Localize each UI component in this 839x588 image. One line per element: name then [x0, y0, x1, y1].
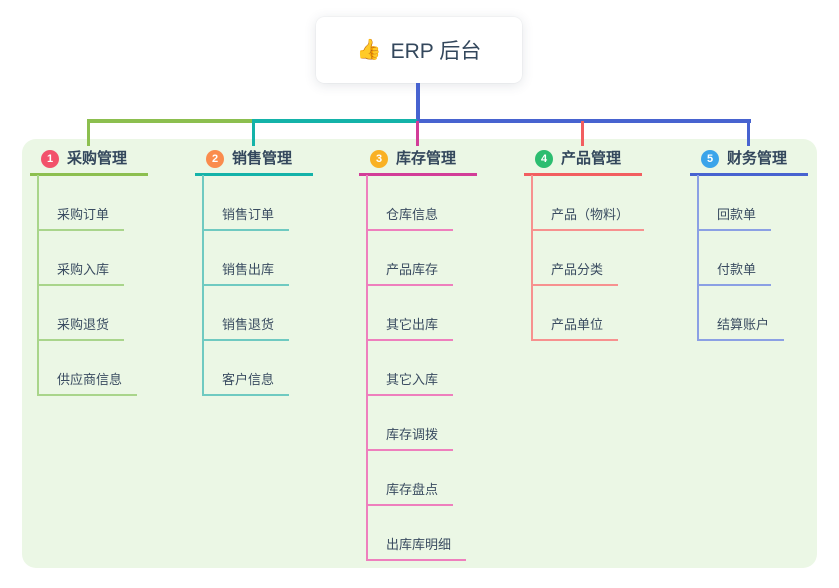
leaf-node[interactable]: 客户信息 [202, 372, 290, 396]
leaf-node[interactable]: 出库库明细 [366, 537, 467, 561]
branch-drop-connector [747, 121, 750, 146]
branch-children-connector [531, 175, 533, 341]
branch-title: 销售管理 [232, 150, 293, 167]
branch-drop-connector [87, 121, 90, 146]
branch-column-库存管理: 3 库存管理仓库信息产品库存其它出库其它入库库存调拨库存盘点出库库明细 [359, 0, 524, 588]
leaf-node[interactable]: 销售订单 [202, 207, 290, 231]
branch-title: 采购管理 [67, 150, 128, 167]
leaf-node[interactable]: 采购订单 [37, 207, 125, 231]
leaf-node[interactable]: 采购入库 [37, 262, 125, 286]
leaf-node[interactable]: 付款单 [697, 262, 772, 286]
branch-number-badge: 3 [370, 150, 388, 168]
leaf-node[interactable]: 仓库信息 [366, 207, 454, 231]
connector-segment-finance [417, 119, 751, 123]
branch-number-badge: 1 [41, 150, 59, 168]
branch-node[interactable]: 2 销售管理 [195, 148, 313, 176]
leaf-node[interactable]: 产品库存 [366, 262, 454, 286]
root-connector-stem [416, 83, 420, 120]
connector-segment-purchase [87, 119, 253, 123]
branch-title: 财务管理 [727, 150, 788, 167]
leaf-node[interactable]: 结算账户 [697, 317, 785, 341]
leaf-node[interactable]: 产品单位 [531, 317, 619, 341]
leaf-node[interactable]: 库存调拨 [366, 427, 454, 451]
branch-column-采购管理: 1 采购管理采购订单采购入库采购退货供应商信息 [30, 0, 195, 588]
branches-panel [22, 139, 817, 568]
leaf-node[interactable]: 供应商信息 [37, 372, 138, 396]
leaf-node[interactable]: 销售出库 [202, 262, 290, 286]
leaf-node[interactable]: 回款单 [697, 207, 772, 231]
connector-segment-sales [252, 119, 417, 123]
branch-column-销售管理: 2 销售管理销售订单销售出库销售退货客户信息 [195, 0, 360, 588]
branch-children-connector [697, 175, 699, 341]
leaf-node[interactable]: 库存盘点 [366, 482, 454, 506]
branch-number-badge: 5 [701, 150, 719, 168]
branch-node[interactable]: 5 财务管理 [690, 148, 808, 176]
leaf-node[interactable]: 采购退货 [37, 317, 125, 341]
branch-column-财务管理: 5 财务管理回款单付款单结算账户 [690, 0, 839, 588]
branch-number-badge: 4 [535, 150, 553, 168]
branch-node[interactable]: 3 库存管理 [359, 148, 477, 176]
branch-drop-connector [581, 121, 584, 146]
leaf-node[interactable]: 产品（物料） [531, 207, 645, 231]
leaf-node[interactable]: 产品分类 [531, 262, 619, 286]
leaf-node[interactable]: 其它出库 [366, 317, 454, 341]
branch-number-badge: 2 [206, 150, 224, 168]
root-node[interactable]: 👍 ERP 后台 [316, 17, 522, 83]
branch-column-产品管理: 4 产品管理产品（物料） 产品分类产品单位 [524, 0, 689, 588]
branch-node[interactable]: 4 产品管理 [524, 148, 642, 176]
thumbs-up-icon: 👍 [356, 39, 382, 61]
leaf-node[interactable]: 其它入库 [366, 372, 454, 396]
branch-drop-connector [252, 121, 255, 146]
root-node-label: ERP 后台 [390, 40, 482, 63]
branch-drop-connector [416, 121, 419, 146]
branch-title: 库存管理 [396, 150, 457, 167]
branch-children-connector [366, 175, 368, 561]
branch-title: 产品管理 [561, 150, 622, 167]
branch-node[interactable]: 1 采购管理 [30, 148, 148, 176]
leaf-node[interactable]: 销售退货 [202, 317, 290, 341]
